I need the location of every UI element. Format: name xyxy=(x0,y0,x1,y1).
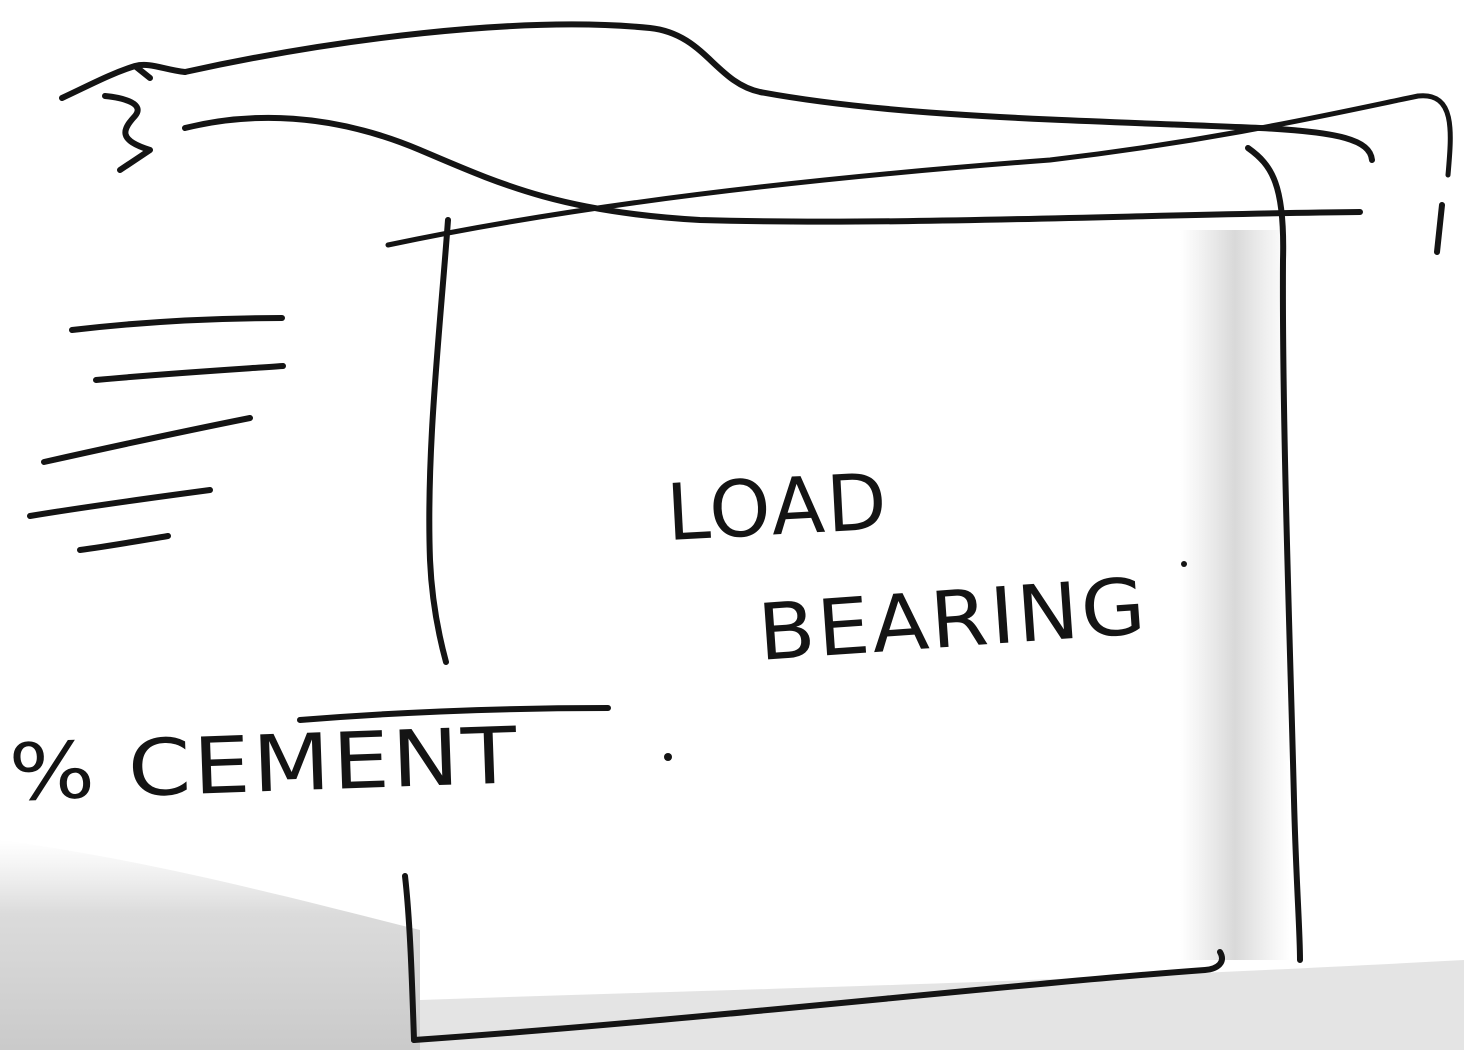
paper-shadow-side xyxy=(1180,230,1290,960)
right-tick-mark xyxy=(1437,205,1442,252)
lower-wave-line xyxy=(185,118,1360,222)
hatch-line-3 xyxy=(44,418,250,462)
dot-mark-small xyxy=(1181,561,1187,567)
hatch-line-5 xyxy=(80,536,168,550)
label-load: LOAD xyxy=(664,457,891,559)
hatch-line-4 xyxy=(30,490,210,516)
label-bearing: BEARING xyxy=(755,562,1150,679)
hatch-line-1 xyxy=(72,318,282,330)
hatch-line-2 xyxy=(96,366,283,380)
label-cement: % CEMENT xyxy=(8,711,521,819)
paper-shadow-bottom xyxy=(0,840,420,1050)
paper-shadow-bottom-right xyxy=(420,960,1464,1050)
box-left-wall xyxy=(429,220,448,662)
dot-mark xyxy=(664,753,672,761)
squiggle-arrow-icon xyxy=(62,65,185,170)
